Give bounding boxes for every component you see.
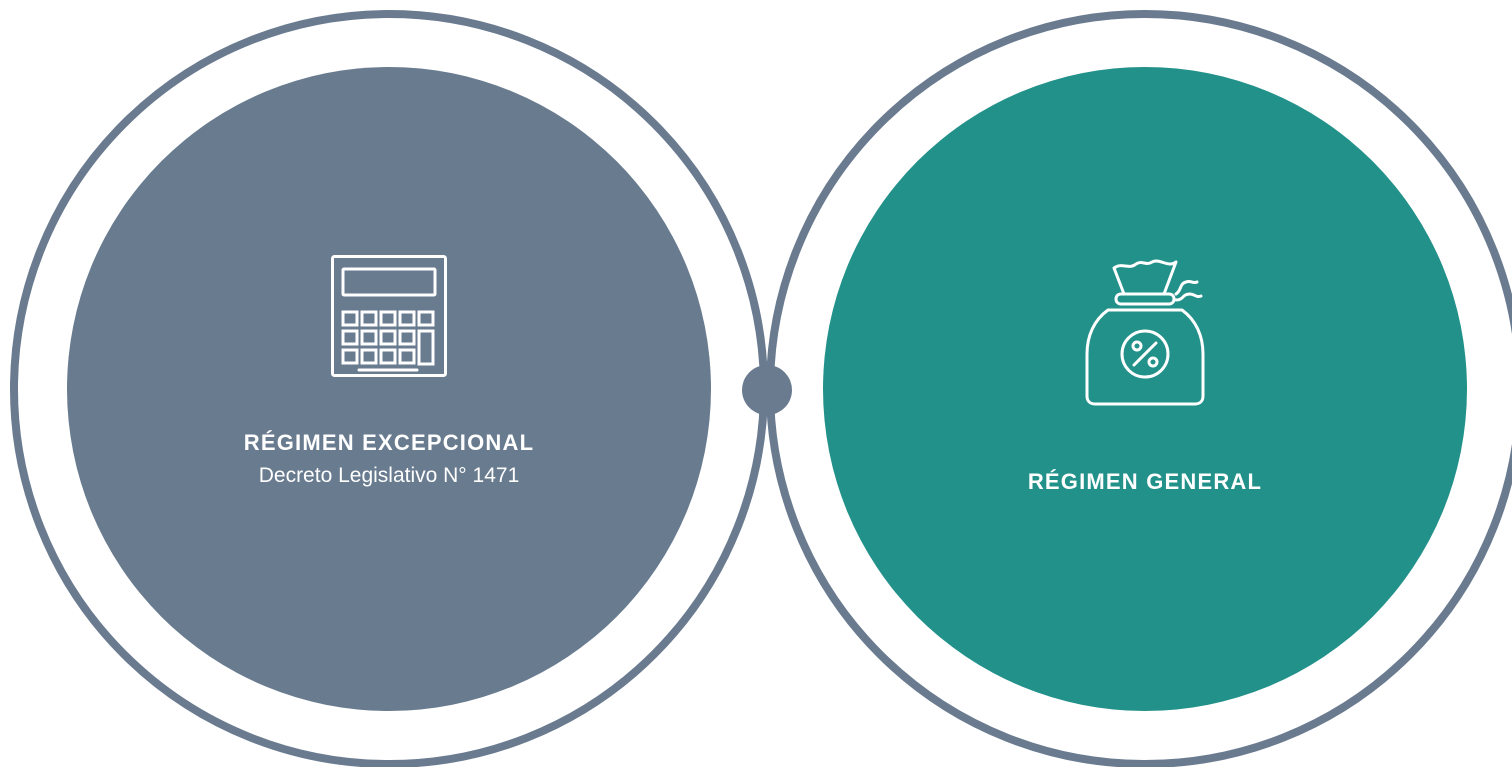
calculator-icon (331, 255, 447, 377)
regimen-general-content: RÉGIMEN GENERAL (823, 250, 1467, 496)
card-title: RÉGIMEN EXCEPCIONAL (243, 430, 535, 455)
money-bag-percent-icon (1085, 259, 1205, 406)
connector-dot (742, 365, 792, 415)
regimen-excepcional-card[interactable]: RÉGIMEN EXCEPCIONAL Decreto Legislativo … (67, 67, 711, 711)
card-subtitle: Decreto Legislativo N° 1471 (258, 464, 520, 487)
regimen-excepcional-content: RÉGIMEN EXCEPCIONAL Decreto Legislativo … (67, 255, 711, 491)
card-title: RÉGIMEN GENERAL (1027, 469, 1263, 494)
regimen-general-card[interactable]: RÉGIMEN GENERAL (823, 67, 1467, 711)
